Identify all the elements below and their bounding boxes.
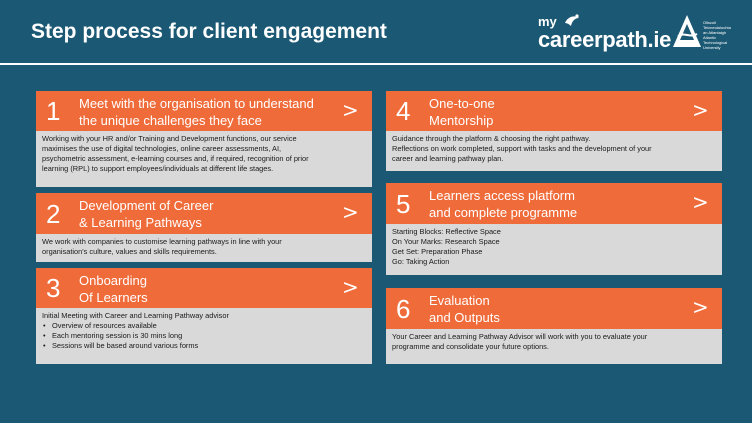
step-title: Onboarding Of Learners [79, 272, 148, 306]
step-title-line: One-to-one [429, 96, 495, 111]
chevron-right-icon[interactable]: > [692, 98, 709, 122]
brand-name: careerpath.ie [538, 27, 672, 52]
step-header[interactable]: 5 Learners access platform and complete … [386, 183, 722, 224]
atu-mark-icon [673, 15, 701, 47]
step-title: Evaluation and Outputs [429, 292, 500, 326]
header-divider [0, 63, 752, 65]
step-title-line: and Outputs [429, 310, 500, 325]
chevron-right-icon[interactable]: > [342, 275, 359, 299]
step-number: 2 [46, 199, 61, 229]
step-header[interactable]: 3 Onboarding Of Learners > [36, 268, 372, 308]
step-description: Starting Blocks: Reflective Space On You… [386, 224, 722, 275]
bird-icon [565, 14, 579, 26]
step-title-line: Evaluation [429, 293, 490, 308]
step-title: Development of Career & Learning Pathway… [79, 197, 213, 231]
body-line: Working with your HR and/or Training and… [42, 134, 297, 143]
page-title: Step process for client engagement [31, 20, 387, 43]
step-description: Guidance through the platform & choosing… [386, 131, 722, 171]
body-line: psychometric assessment, e-learning cour… [42, 154, 309, 163]
atu-line: Ollscoil [703, 20, 716, 25]
atu-line: an Atlantaigh [703, 30, 727, 35]
body-line: On Your Marks: Research Space [392, 237, 500, 246]
step-title-line: Of Learners [79, 290, 148, 305]
step-title-line: & Learning Pathways [79, 215, 202, 230]
step-title-line: Mentorship [429, 113, 494, 128]
body-line: Starting Blocks: Reflective Space [392, 227, 501, 236]
step-title: One-to-one Mentorship [429, 95, 495, 129]
step-description: Working with your HR and/or Training and… [36, 131, 372, 187]
step-card-6: 6 Evaluation and Outputs > Your Career a… [386, 288, 722, 364]
step-description: Your Career and Learning Pathway Advisor… [386, 329, 722, 364]
step-title-line: and complete programme [429, 205, 578, 220]
atu-line: Teicneolaíochta [703, 25, 731, 30]
step-title: Learners access platform and complete pr… [429, 187, 577, 221]
step-title-line: Learners access platform [429, 188, 575, 203]
step-card-5: 5 Learners access platform and complete … [386, 183, 722, 275]
atu-line: Technological [703, 40, 728, 45]
chevron-right-icon[interactable]: > [692, 295, 709, 319]
chevron-right-icon[interactable]: > [342, 98, 359, 122]
step-card-2: 2 Development of Career & Learning Pathw… [36, 193, 372, 262]
step-number: 5 [396, 189, 411, 219]
step-header[interactable]: 6 Evaluation and Outputs > [386, 288, 722, 329]
step-card-3: 3 Onboarding Of Learners > Initial Meeti… [36, 268, 372, 364]
step-card-1: 1 Meet with the organisation to understa… [36, 91, 372, 187]
atu-logo: Ollscoil Teicneolaíochta an Atlantaigh A… [672, 14, 747, 50]
body-line: maximises the use of digital technologie… [42, 144, 282, 153]
chevron-right-icon[interactable]: > [342, 200, 359, 224]
body-line: learning (RPL) to support employees/indi… [42, 164, 274, 173]
step-description: Initial Meeting with Career and Learning… [36, 308, 372, 364]
step-title-line: Meet with the organisation to understand [79, 96, 314, 111]
step-number: 1 [46, 96, 61, 126]
step-title-line: Onboarding [79, 273, 147, 288]
list-item: Overview of resources available [42, 321, 366, 331]
step-title-line: the unique challenges they face [79, 113, 262, 128]
step-number: 6 [396, 294, 411, 324]
body-line: Guidance through the platform & choosing… [392, 134, 591, 143]
step-header[interactable]: 2 Development of Career & Learning Pathw… [36, 193, 372, 234]
body-line: Your Career and Learning Pathway Advisor… [392, 332, 648, 341]
step-description: We work with companies to customise lear… [36, 234, 372, 262]
step-title: Meet with the organisation to understand… [79, 95, 314, 129]
body-line: Reflections on work completed, support w… [392, 144, 652, 153]
step-number: 3 [46, 273, 61, 303]
step-number: 4 [396, 96, 411, 126]
atu-wordmark: Ollscoil Teicneolaíochta an Atlantaigh A… [703, 20, 731, 50]
body-line: Initial Meeting with Career and Learning… [42, 311, 229, 320]
atu-line: Atlantic [703, 35, 717, 40]
atu-line: University [703, 45, 721, 50]
bullet-list: Overview of resources available Each men… [42, 321, 366, 351]
brand-prefix: my [538, 14, 557, 29]
step-title-line: Development of Career [79, 198, 214, 213]
step-card-4: 4 One-to-one Mentorship > Guidance throu… [386, 91, 722, 171]
body-line: Go: Taking Action [392, 257, 450, 266]
list-item: Each mentoring session is 30 mins long [42, 331, 366, 341]
body-line: programme and consolidate your future op… [392, 342, 549, 351]
body-line: career and learning pathway plan. [392, 154, 504, 163]
step-header[interactable]: 1 Meet with the organisation to understa… [36, 91, 372, 131]
list-item: Sessions will be based around various fo… [42, 341, 366, 351]
header: Step process for client engagement my ca… [0, 0, 752, 62]
body-line: Get Set: Preparation Phase [392, 247, 483, 256]
body-line: organisation's culture, values and skill… [42, 247, 217, 256]
chevron-right-icon[interactable]: > [692, 190, 709, 214]
step-header[interactable]: 4 One-to-one Mentorship > [386, 91, 722, 131]
body-line: We work with companies to customise lear… [42, 237, 282, 246]
